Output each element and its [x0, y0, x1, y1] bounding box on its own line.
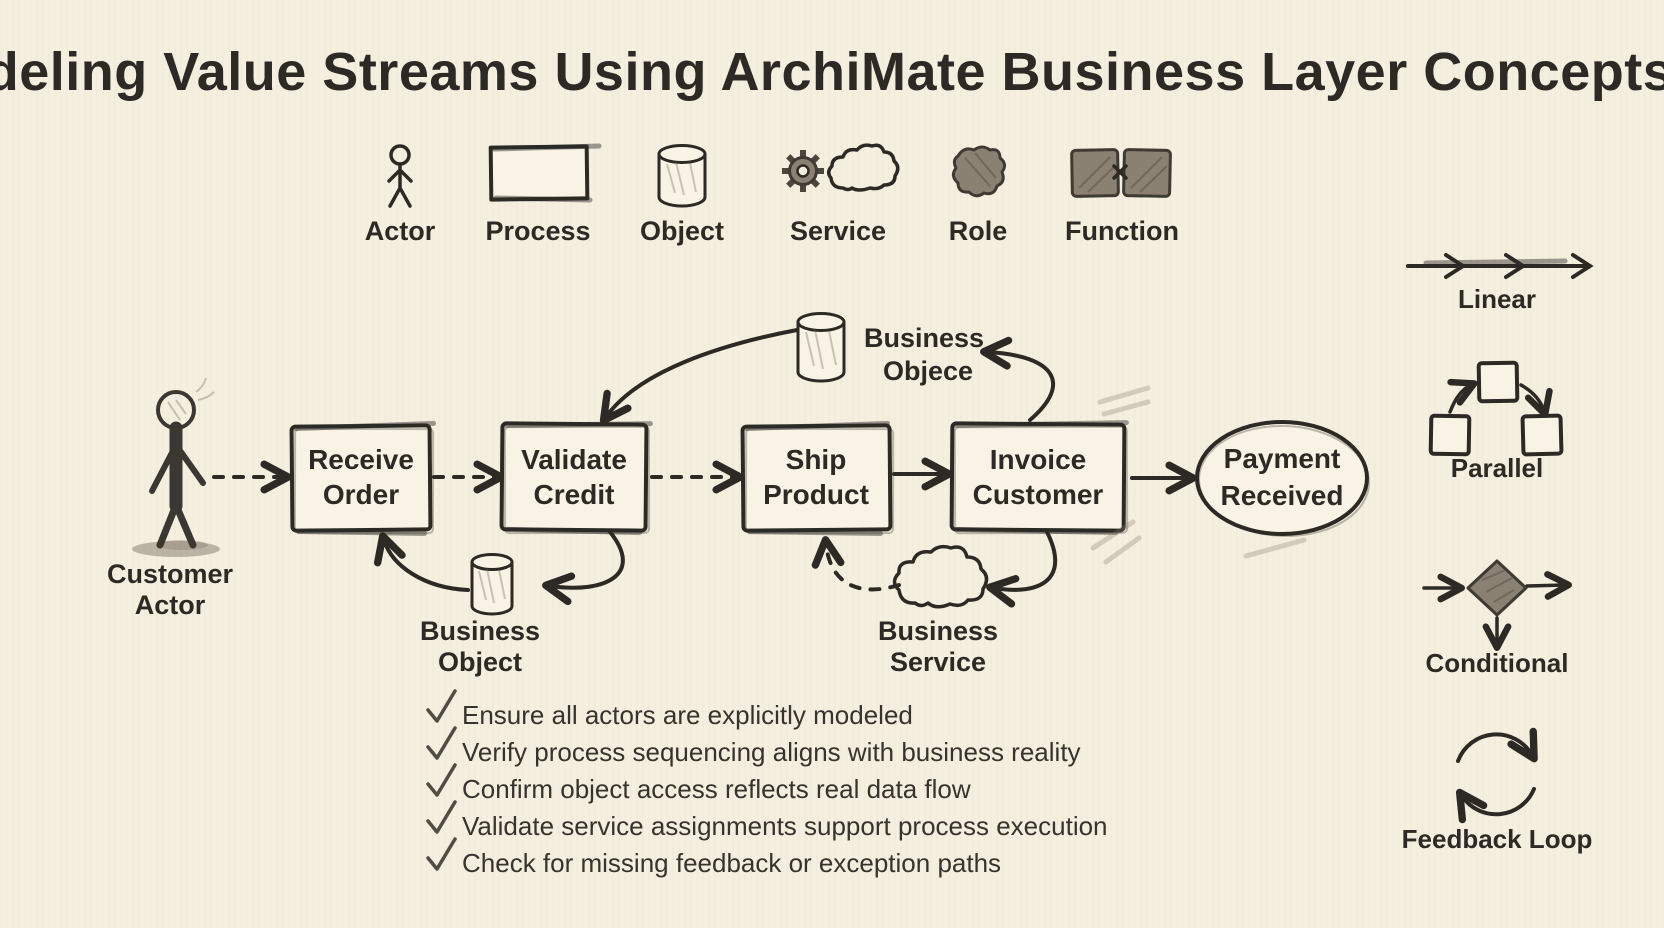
business-object-bottom-line2: Object	[438, 647, 522, 677]
checklist-item: Confirm object access reflects real data…	[426, 763, 971, 804]
pattern-label-conditional: Conditional	[1426, 648, 1569, 678]
concept-legend: Actor Process Object Service	[365, 143, 1179, 246]
process-box-validate-credit	[499, 421, 653, 536]
ship-product-line2: Product	[763, 479, 869, 510]
payment-received-line2: Received	[1221, 480, 1344, 511]
business-service-line1: Business	[878, 616, 998, 646]
check-icon	[426, 726, 457, 760]
check-icon	[426, 763, 457, 797]
pencil-smudge	[1090, 385, 1307, 565]
legend-label-actor: Actor	[365, 216, 436, 246]
linear-arrow-icon	[1406, 253, 1594, 279]
cloud-icon	[827, 143, 900, 192]
receive-order-line2: Order	[323, 479, 399, 510]
checklist-item: Ensure all actors are explicitly modeled	[426, 689, 913, 730]
legend-label-process: Process	[485, 216, 590, 246]
invoice-customer-line1: Invoice	[990, 444, 1086, 475]
checklist-text-5: Check for missing feedback or exception …	[462, 848, 1001, 878]
payment-received-line1: Payment	[1224, 443, 1341, 474]
arrow-invoice-to-service	[986, 530, 1058, 608]
function-icon	[1070, 148, 1172, 198]
checklist-item: Check for missing feedback or exception …	[426, 837, 1001, 878]
role-icon	[951, 145, 1007, 198]
business-object-top-line1: Business	[864, 323, 984, 353]
pattern-label-feedback-loop: Feedback Loop	[1402, 824, 1593, 854]
parallel-split-icon	[1428, 360, 1564, 457]
process-icon	[488, 143, 602, 203]
pattern-legend: Linear Parallel Conditional Feedback Loo…	[1402, 253, 1594, 854]
receive-order-line1: Receive	[308, 444, 414, 475]
checklist-text-3: Confirm object access reflects real data…	[462, 774, 971, 804]
legend-label-service: Service	[790, 216, 886, 246]
business-object-bottom-line1: Business	[420, 616, 540, 646]
checklist-item: Validate service assignments support pro…	[426, 800, 1108, 841]
arrow-object-to-receive	[373, 532, 470, 592]
page-title: Modeling Value Streams Using ArchiMate B…	[0, 42, 1664, 102]
check-icon	[426, 689, 457, 723]
customer-actor-label-line2: Actor	[135, 590, 206, 620]
actor-icon	[387, 144, 413, 208]
arrow-service-to-ship	[811, 536, 901, 592]
legend-label-role: Role	[949, 216, 1008, 246]
arrow-object-to-validate	[599, 328, 799, 425]
checklist-text-2: Verify process sequencing aligns with bu…	[462, 737, 1081, 767]
check-icon	[426, 837, 457, 871]
pattern-label-linear: Linear	[1458, 284, 1536, 314]
arrow-invoice-to-object-top	[980, 336, 1056, 422]
customer-actor-figure	[132, 377, 220, 557]
decision-diamond-icon	[1422, 559, 1572, 651]
process-box-ship-product	[740, 420, 895, 536]
object-icon	[657, 144, 707, 208]
legend-label-function: Function	[1065, 216, 1179, 246]
checklist-text-4: Validate service assignments support pro…	[462, 811, 1108, 841]
gear-icon	[782, 150, 824, 192]
cycle-arrows-icon	[1455, 727, 1538, 824]
business-object-bottom-icon	[470, 553, 514, 616]
business-service-cloud-icon	[892, 544, 989, 609]
validate-credit-line2: Credit	[534, 479, 615, 510]
checklist: Ensure all actors are explicitly modeled…	[426, 689, 1108, 878]
process-box-invoice-customer	[949, 420, 1129, 536]
business-object-top-line2: Objece	[883, 356, 973, 386]
checklist-item: Verify process sequencing aligns with bu…	[426, 726, 1081, 767]
pattern-label-parallel: Parallel	[1451, 453, 1544, 483]
customer-actor-label-line1: Customer	[107, 559, 234, 589]
invoice-customer-line2: Customer	[973, 479, 1104, 510]
ship-product-line1: Ship	[786, 444, 847, 475]
legend-label-object: Object	[640, 216, 724, 246]
arrow-validate-to-object	[542, 530, 625, 606]
end-state-payment-received	[1195, 420, 1370, 538]
business-object-top-icon	[796, 312, 846, 383]
checklist-text-1: Ensure all actors are explicitly modeled	[462, 700, 913, 730]
service-icon	[782, 143, 900, 192]
check-icon	[426, 800, 457, 834]
ground-shadow	[132, 541, 220, 557]
validate-credit-line1: Validate	[521, 444, 627, 475]
business-service-line2: Service	[890, 647, 986, 677]
